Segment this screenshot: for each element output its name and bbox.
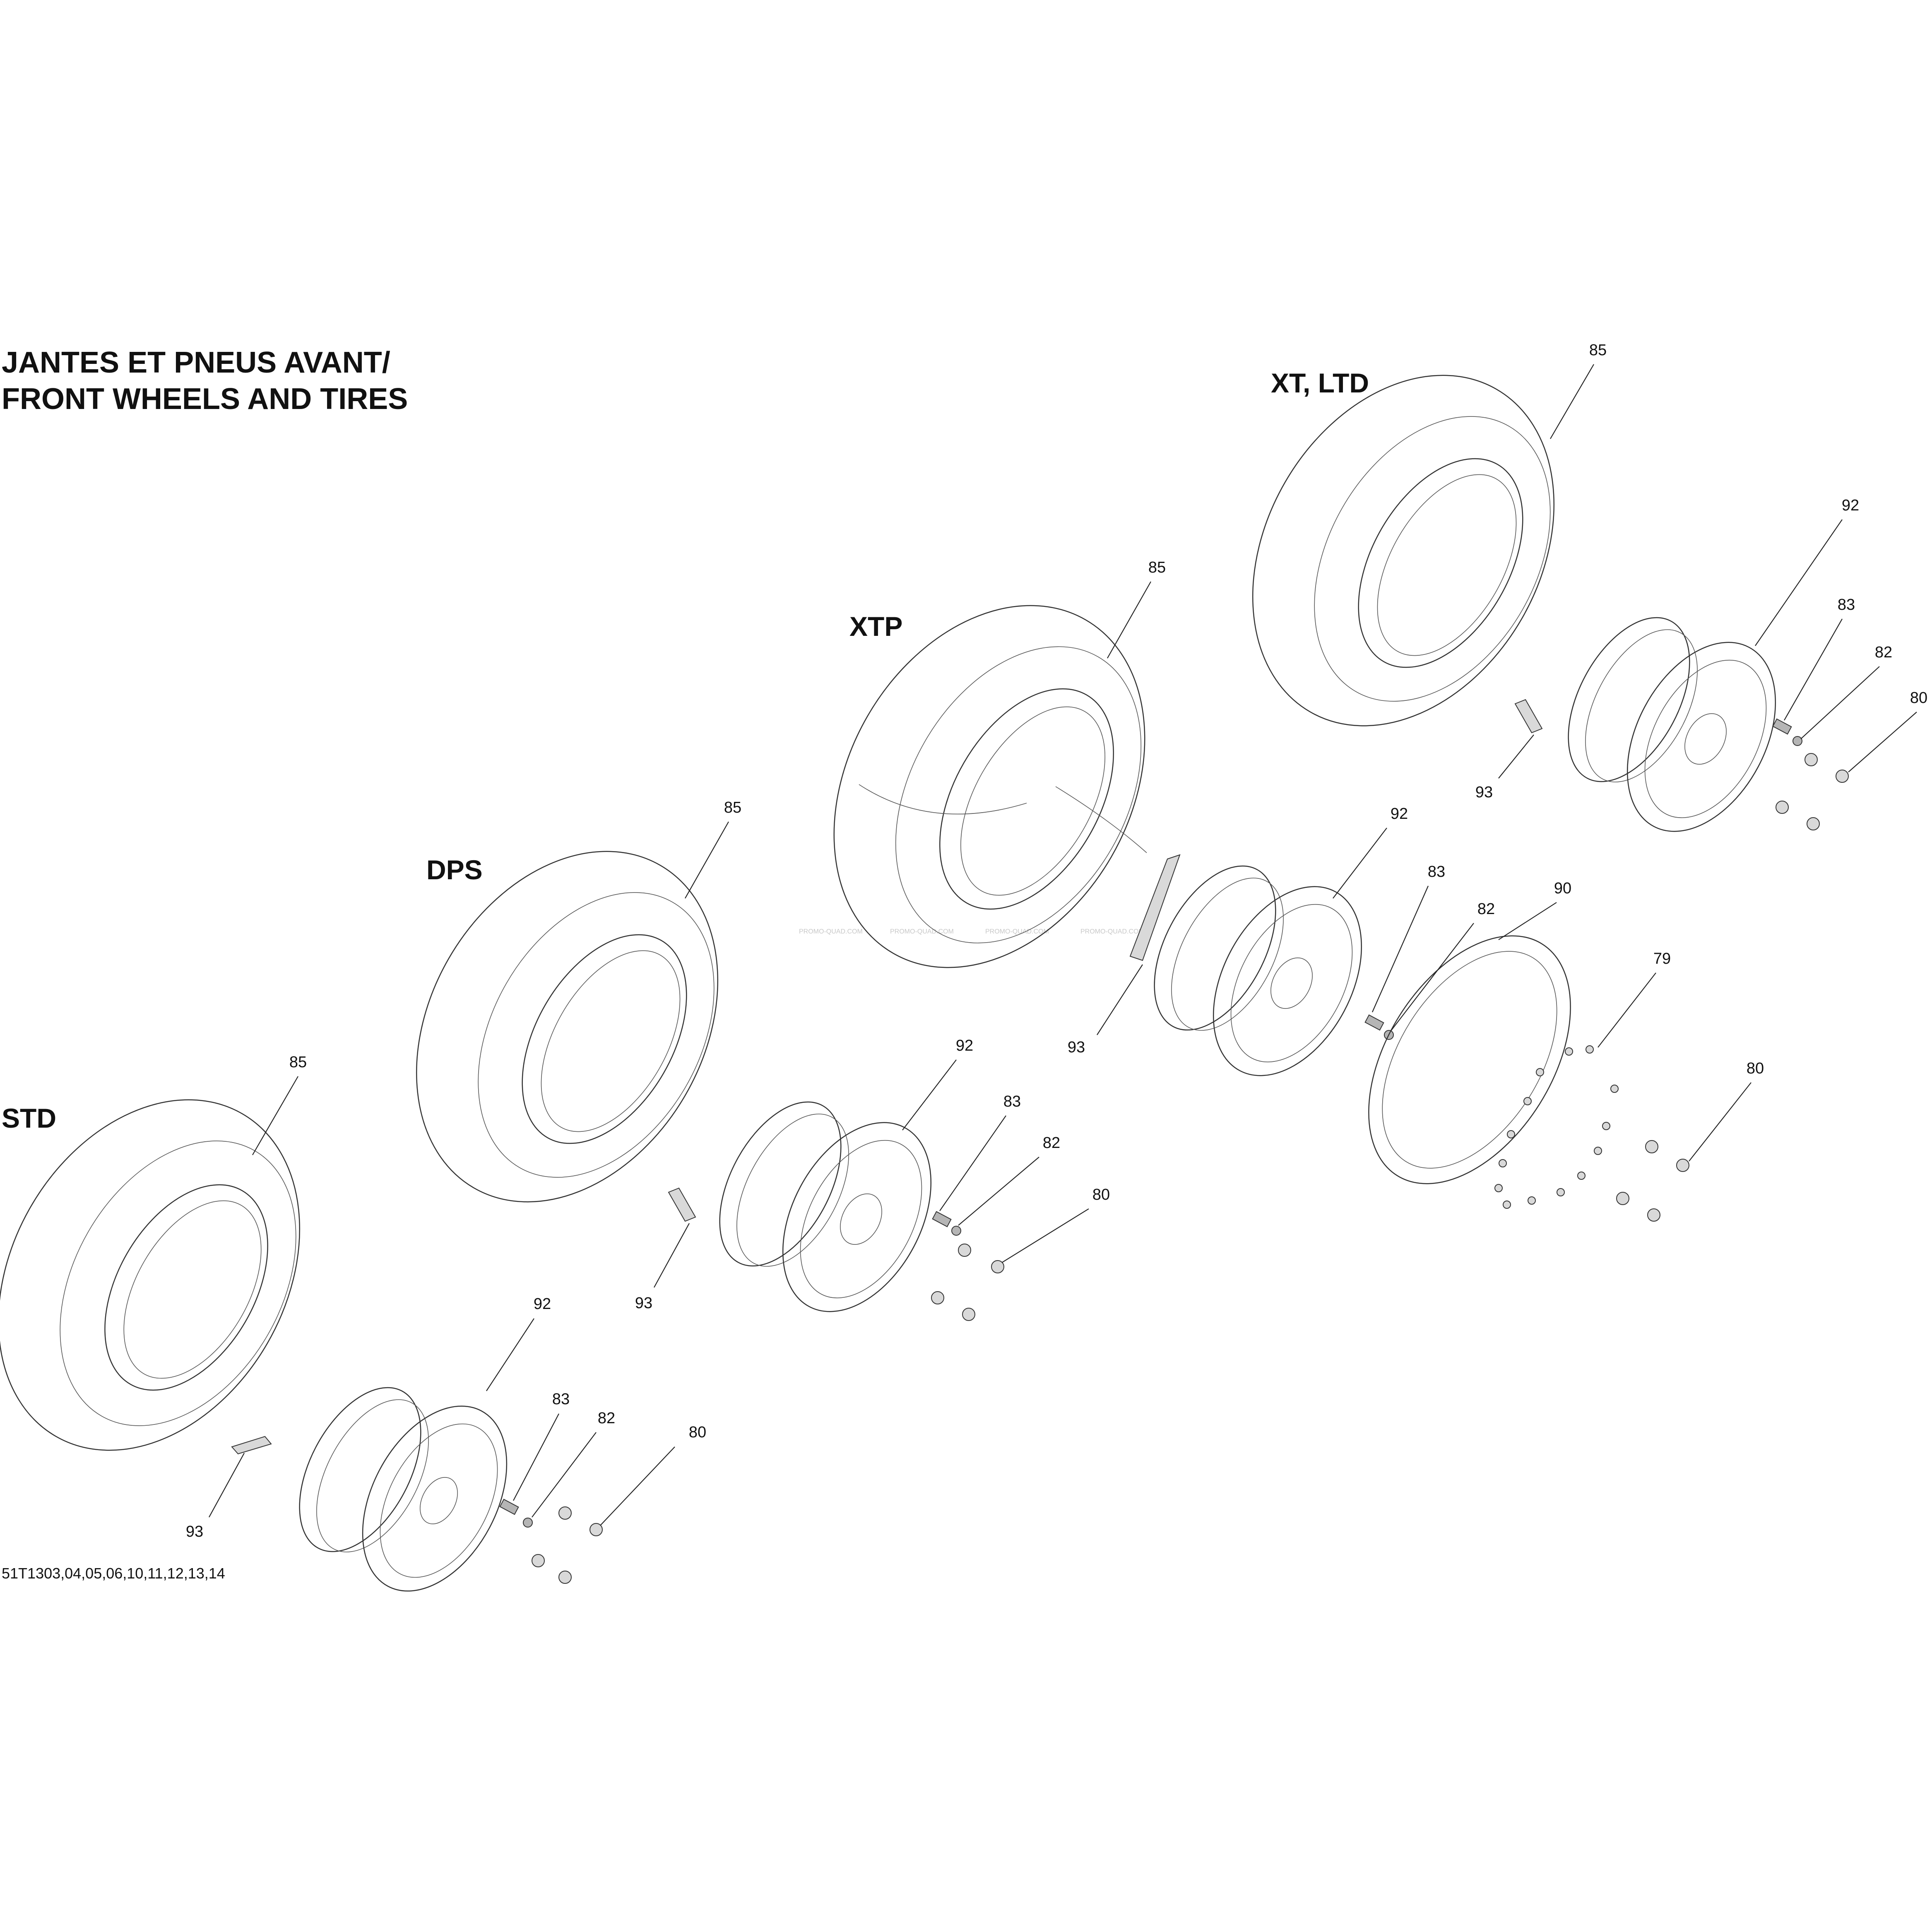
callout-92-xtp: 92 [1391, 805, 1408, 823]
xtp-rim [1154, 865, 1362, 1076]
callout-93-std: 93 [186, 1523, 203, 1540]
callout-80-std: 80 [689, 1424, 706, 1441]
xtp-valve-stem [1364, 1014, 1384, 1031]
callout-92-std: 92 [534, 1295, 551, 1313]
watermark-2: PROMO-QUAD.COM [890, 928, 954, 935]
callout-82-xt-ltd: 82 [1875, 644, 1892, 661]
dps-wheel-weight [668, 1187, 696, 1222]
dps-valve-cap [951, 1226, 961, 1236]
callout-85-dps: 85 [724, 799, 741, 816]
callout-90-xtp: 90 [1554, 880, 1571, 897]
watermark-4: PROMO-QUAD.COM [1080, 928, 1144, 935]
std-assembly: 85 92 83 82 80 93 [0, 1054, 706, 1592]
callout-85-std: 85 [289, 1054, 307, 1071]
xt-ltd-leader-85 [1550, 364, 1594, 439]
std-leader-85 [252, 1076, 298, 1155]
callout-92-dps: 92 [956, 1037, 973, 1054]
callout-83-xt-ltd: 83 [1838, 596, 1855, 614]
callout-85-xtp: 85 [1148, 559, 1166, 576]
xt-ltd-wheel-nuts [1776, 753, 1849, 830]
dps-leader-93 [654, 1223, 690, 1288]
watermark-3: PROMO-QUAD.COM [985, 928, 1049, 935]
variant-label-xt-ltd: XT, LTD [1271, 368, 1369, 398]
xt-ltd-wheel-weight [1514, 699, 1543, 734]
xt-ltd-valve-stem [1772, 718, 1792, 735]
variant-label-std: STD [2, 1103, 56, 1133]
callout-85-xt-ltd: 85 [1589, 342, 1607, 359]
std-rim [299, 1387, 508, 1592]
xt-ltd-leader-92 [1755, 519, 1843, 646]
xt-ltd-leader-80 [1848, 712, 1917, 772]
dps-leader-92 [902, 1059, 957, 1131]
variant-label-xtp: XTP [849, 611, 903, 642]
callout-83-dps: 83 [1003, 1093, 1021, 1110]
xt-ltd-leader-93 [1498, 734, 1534, 779]
std-leader-82 [532, 1432, 597, 1518]
std-valve-stem [499, 1499, 519, 1515]
callout-93-xtp: 93 [1068, 1039, 1085, 1056]
std-wheel-weight [231, 1436, 272, 1455]
std-leader-80 [600, 1446, 675, 1526]
xt-ltd-leader-82 [1800, 666, 1880, 739]
xtp-leader-83 [1371, 885, 1429, 1013]
dps-valve-stem [932, 1211, 952, 1227]
xtp-leader-79 [1598, 972, 1656, 1048]
xt-ltd-valve-cap [1792, 736, 1802, 746]
xt-ltd-leader-83 [1784, 618, 1843, 721]
std-tire [0, 1099, 300, 1451]
xtp-leader-85 [1107, 581, 1151, 659]
std-valve-cap [523, 1518, 533, 1528]
dps-leader-85 [685, 821, 729, 899]
dps-rim [719, 1101, 932, 1312]
xtp-wheel-weight [1129, 854, 1181, 961]
std-leader-83 [513, 1413, 559, 1501]
std-leader-92 [486, 1318, 534, 1391]
xt-ltd-tire [1252, 375, 1554, 727]
xtp-wheel-nuts [1616, 1140, 1689, 1222]
xtp-leader-80 [1689, 1082, 1752, 1162]
std-wheel-nuts [532, 1506, 603, 1584]
xtp-tire [833, 605, 1147, 968]
xtp-assembly: 85 92 83 82 90 79 80 93 [833, 559, 1764, 1222]
variant-label-dps: DPS [426, 854, 483, 885]
diagram-title-french: JANTES ET PNEUS AVANT/ [2, 346, 390, 379]
dps-assembly: 85 92 83 82 80 93 [416, 799, 1110, 1321]
callout-80-xtp: 80 [1747, 1060, 1764, 1077]
std-leader-93 [209, 1453, 245, 1518]
xtp-leader-82 [1391, 923, 1474, 1031]
callout-82-xtp: 82 [1477, 900, 1495, 918]
figure-code: 51T1303,04,05,06,10,11,12,13,14 [2, 1565, 225, 1582]
callout-79-xtp: 79 [1653, 950, 1671, 967]
dps-leader-80 [1001, 1208, 1089, 1263]
xt-ltd-rim [1568, 617, 1776, 832]
xtp-leader-90 [1498, 902, 1557, 940]
callout-83-xtp: 83 [1428, 863, 1445, 881]
callout-93-xt-ltd: 93 [1475, 784, 1493, 801]
watermark-1: PROMO-QUAD.COM [799, 928, 863, 935]
xtp-leader-92 [1333, 828, 1387, 899]
dps-leader-82 [958, 1157, 1039, 1226]
xtp-beadlock-bolts [1494, 1045, 1619, 1209]
callout-92-xt-ltd: 92 [1842, 497, 1859, 514]
callout-93-dps: 93 [635, 1294, 652, 1312]
callout-83-std: 83 [552, 1391, 570, 1408]
dps-wheel-nuts [931, 1244, 1004, 1321]
callout-82-std: 82 [598, 1410, 615, 1427]
xt-ltd-assembly: 85 92 83 82 80 93 [1252, 342, 1927, 832]
diagram-title-english: FRONT WHEELS AND TIRES [2, 383, 408, 416]
xtp-beadlock-ring [1368, 935, 1571, 1184]
dps-leader-83 [939, 1115, 1006, 1211]
dps-tire [416, 851, 718, 1203]
callout-80-xt-ltd: 80 [1910, 689, 1927, 707]
callout-82-dps: 82 [1043, 1134, 1060, 1152]
callout-80-dps: 80 [1092, 1186, 1110, 1203]
xtp-leader-93 [1097, 964, 1143, 1035]
